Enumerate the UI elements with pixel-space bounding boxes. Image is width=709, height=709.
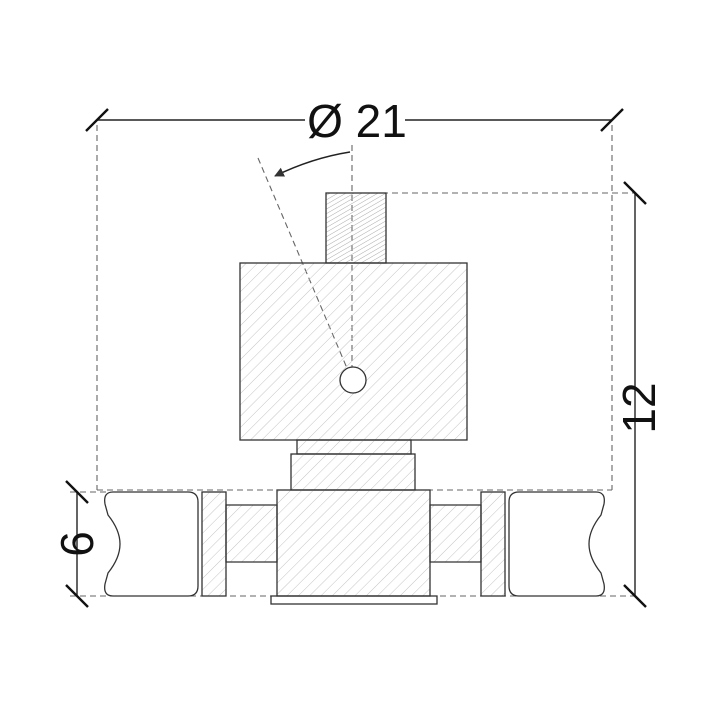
neck-upper — [296, 439, 412, 455]
threaded-stud — [325, 192, 387, 264]
wheel-left — [104, 491, 199, 597]
main-body — [239, 262, 468, 441]
central-hub — [276, 489, 431, 597]
axle-left — [225, 504, 278, 563]
thickness-label: 6 — [51, 531, 103, 557]
diameter-dimension — [85, 108, 624, 132]
height-dimension — [623, 181, 647, 608]
bearing-left — [201, 491, 227, 597]
diameter-label: Ø 21 — [307, 95, 407, 147]
neck-lower — [290, 453, 416, 491]
thickness-dimension — [65, 480, 89, 608]
bearing-right — [480, 491, 506, 597]
height-label: 12 — [613, 382, 665, 433]
axle-right — [429, 504, 482, 563]
base-plate — [270, 595, 438, 605]
rotation-arrow — [274, 151, 351, 177]
wheel-right — [508, 491, 605, 597]
pivot-hole — [339, 366, 367, 394]
